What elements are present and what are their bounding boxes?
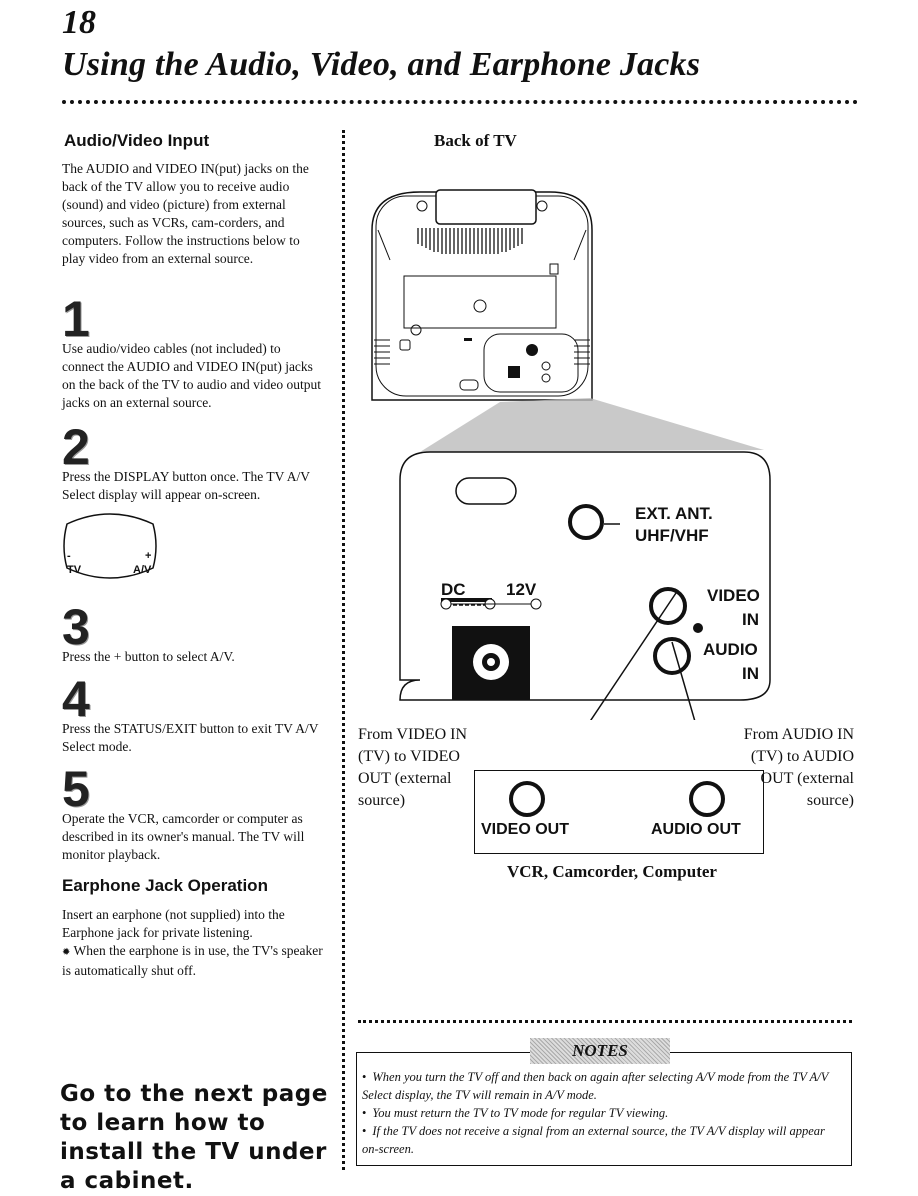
step-4-number: 4 [62, 671, 90, 727]
page-number: 18 [62, 4, 96, 41]
vcr-jack-panel: VIDEO OUT AUDIO OUT [474, 770, 764, 854]
osd-plus: + [145, 550, 152, 562]
step-5-text: Operate the VCR, camcorder or computer a… [62, 811, 305, 862]
from-video-in-text: From VIDEO IN (TV) to VIDEO OUT (externa… [358, 726, 468, 809]
video-out-label: VIDEO OUT [481, 821, 570, 838]
step-4-text: Press the STATUS/EXIT button to exit TV … [62, 721, 319, 754]
uhf-vhf-label: UHF/VHF [635, 526, 709, 545]
step-1-number: 1 [62, 291, 90, 347]
audio-in-in-label: IN [742, 664, 759, 683]
notes-list: When you turn the TV off and then back o… [362, 1068, 842, 1158]
audio-in-label: AUDIO [703, 640, 758, 659]
title-divider [62, 100, 858, 104]
dc-label: DC [441, 580, 466, 599]
av-input-heading: Audio/Video Input [64, 131, 210, 150]
earphone-heading: Earphone Jack Operation [62, 876, 268, 895]
earphone-bullet-text: When the earphone is in use, the TV's sp… [62, 943, 323, 978]
earphone-bullet: ✹ When the earphone is in use, the TV's … [62, 942, 324, 980]
ext-ant-label: EXT. ANT. [635, 504, 713, 523]
dc-voltage-label: 12V [506, 580, 537, 599]
column-divider [342, 130, 345, 1170]
step-2-text: Press the DISPLAY button once. The TV A/… [62, 469, 310, 502]
video-in-in-label: IN [742, 610, 759, 629]
from-audio-in-text: From AUDIO IN (TV) to AUDIO OUT (externa… [743, 726, 854, 809]
osd-tv-label: TV [67, 564, 82, 576]
step-3-text: Press the + button to select A/V. [62, 649, 235, 664]
video-in-label: VIDEO [707, 586, 760, 605]
note-item: When you turn the TV off and then back o… [362, 1068, 842, 1104]
earphone-text: Insert an earphone (not supplied) into t… [62, 907, 285, 940]
audio-out-label: AUDIO OUT [651, 821, 741, 838]
step-3-number: 3 [62, 599, 90, 655]
step-2-number: 2 [62, 419, 90, 475]
step-1-text: Use audio/video cables (not included) to… [62, 341, 321, 410]
page-title: Using the Audio, Video, and Earphone Jac… [62, 46, 701, 83]
bullet-icon: ✹ [62, 947, 71, 958]
back-of-tv-label: Back of TV [434, 131, 517, 150]
note-item: If the TV does not receive a signal from… [362, 1122, 842, 1158]
notes-divider [358, 1020, 852, 1023]
tv-back-diagram: EXT. ANT. UHF/VHF DC 12V VIDEO IN AUDIO … [360, 180, 780, 809]
next-page-callout: Go to the next page to learn how to inst… [60, 1081, 328, 1194]
tv-av-select-display-icon: - + TV A/V [61, 510, 159, 582]
av-input-intro: The AUDIO and VIDEO IN(put) jacks on the… [62, 161, 309, 266]
osd-av-label: A/V [133, 564, 152, 576]
vcr-caption: VCR, Camcorder, Computer [507, 862, 717, 881]
note-item: You must return the TV to TV mode for re… [362, 1104, 842, 1122]
osd-minus: - [67, 550, 71, 562]
notes-title: NOTES [530, 1038, 670, 1064]
step-5-number: 5 [62, 761, 90, 817]
